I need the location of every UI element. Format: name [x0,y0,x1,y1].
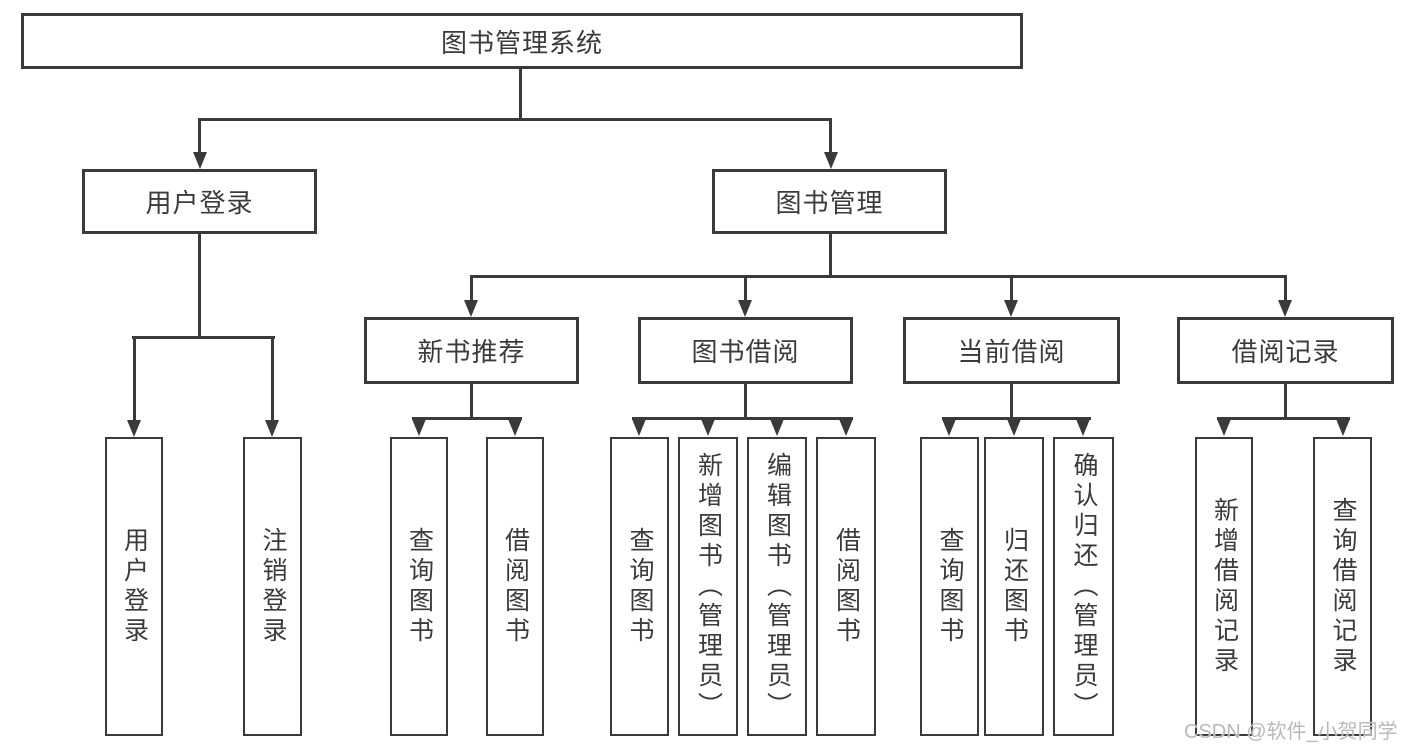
leaf-logout: 注销登录 [243,437,302,736]
node-label: 图书管理系统 [440,27,603,58]
arrow-head [824,152,838,169]
arrow-head [127,420,141,437]
connector-line [519,68,522,118]
node-label: 新书推荐 [417,337,526,367]
leaf-current-confirm-return-admin: 确认归还（管理员） [1053,437,1114,736]
leaf-current-query-books: 查询图书 [920,437,979,736]
leaf-borrow-borrow-books: 借阅图书 [816,437,876,736]
node-book-management: 图书管理 [712,169,947,234]
arrow-head [1007,419,1021,436]
arrow-head [632,419,646,436]
connector-line [1284,384,1287,420]
node-borrow-records: 借阅记录 [1177,317,1394,384]
node-root: 图书管理系统 [21,13,1023,69]
node-label: 查询图书 [405,526,434,647]
arrow-head [265,420,279,437]
arrow-head [701,419,715,436]
csdn-watermark: CSDN @软件_小贺同学 [1184,721,1398,743]
node-label: 归还图书 [1000,526,1029,647]
node-label: 查询借阅记录 [1329,496,1357,677]
node-label: 查询图书 [936,526,964,647]
connector-line [470,275,1287,278]
connector-line [133,336,136,421]
connector-line [1284,275,1287,301]
node-label: 当前借阅 [957,337,1066,367]
node-label: 注销登录 [259,526,287,647]
arrow-head [1076,419,1090,436]
arrow-head [1336,419,1350,436]
node-label: 编辑图书（管理员） [763,451,792,722]
arrow-head [738,300,752,317]
node-label: 新增图书（管理员） [694,451,723,722]
connector-line [198,233,201,336]
arrow-head [770,419,784,436]
connector-line [632,417,853,420]
node-label: 确认归还（管理员） [1070,451,1098,722]
node-label: 借阅图书 [832,526,861,647]
leaf-borrow-edit-books-admin: 编辑图书（管理员） [747,437,807,736]
arrow-head [1278,300,1292,317]
arrow-head [508,419,522,436]
arrow-head [412,419,426,436]
leaf-current-return-books: 归还图书 [984,437,1044,736]
connector-line [132,336,275,339]
node-label: 图书借阅 [691,337,800,367]
connector-line [1217,417,1350,420]
connector-line [1010,275,1013,301]
node-current-borrow: 当前借阅 [903,317,1120,384]
connector-line [829,118,832,153]
leaf-borrow-query-books: 查询图书 [610,437,669,736]
node-label: 借阅图书 [501,526,530,647]
connector-line [744,275,747,301]
node-new-book-recommend: 新书推荐 [364,317,579,384]
node-label: 新增借阅记录 [1210,496,1239,677]
leaf-user-login: 用户登录 [105,437,163,736]
arrow-head [1217,419,1231,436]
node-label: 用户登录 [145,188,254,218]
node-label: 查询图书 [626,526,654,647]
connector-line [470,384,473,420]
arrow-head [839,419,853,436]
connector-line [942,417,1091,420]
connector-line [744,384,747,420]
node-user-login: 用户登录 [82,169,317,234]
leaf-recommend-borrow-books: 借阅图书 [486,437,544,736]
connector-line [198,118,832,121]
leaf-recommend-query-books: 查询图书 [390,437,448,736]
node-label: 图书管理 [775,188,884,218]
arrow-head [464,300,478,317]
connector-line [198,118,201,153]
arrow-head [1004,300,1018,317]
leaf-records-add-record: 新增借阅记录 [1195,437,1253,736]
connector-line [829,233,832,275]
connector-line [271,336,274,421]
arrow-head [193,152,207,169]
leaf-borrow-add-books-admin: 新增图书（管理员） [678,437,738,736]
connector-line [470,275,473,301]
node-book-borrow: 图书借阅 [638,317,853,384]
connector-line [1010,384,1013,420]
leaf-records-query-record: 查询借阅记录 [1313,437,1372,736]
node-label: 用户登录 [120,526,149,647]
node-label: 借阅记录 [1231,337,1340,367]
connector-line [412,417,522,420]
arrow-head [942,419,956,436]
